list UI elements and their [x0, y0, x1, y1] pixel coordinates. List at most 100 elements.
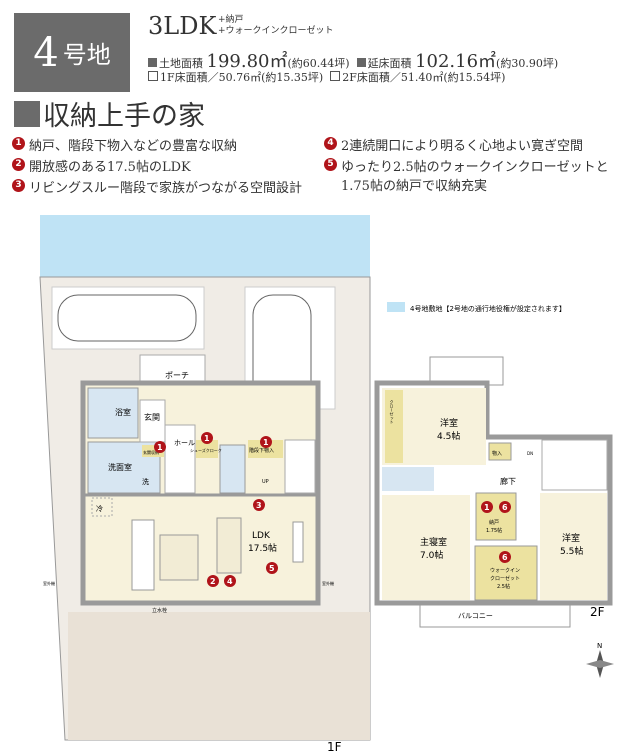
area-summary: 土地面積 199.80㎡(約60.44坪) 延床面積 102.16㎡(約30.9… [148, 47, 558, 73]
car-icon [57, 294, 197, 342]
feature-text: 開放感のある17.5帖のLDK [29, 160, 191, 175]
legend-text: 4号地敷地【2号地の通行地役権が設定されます】 [410, 304, 566, 313]
stairs-2f [541, 439, 608, 491]
shoe-closet-label: シューズクローク [190, 447, 222, 453]
faucet-label: 立水栓 [152, 607, 167, 614]
entrance-label: 玄関 [144, 412, 160, 422]
sofa [216, 517, 242, 574]
feature-item: 5 ゆったり2.5帖のウォークインクローゼットと 1.75帖の納戸で収納充実 [324, 156, 609, 194]
svg-text:6: 6 [502, 553, 508, 562]
compass-north-label: N [597, 642, 602, 650]
floor1-label: 1F [327, 740, 342, 754]
lot-number: 4 [33, 29, 59, 76]
feature-text: 納戸、階段下物入などの豊富な収納 [29, 139, 238, 154]
kitchen-counter [131, 519, 155, 591]
wic-size: 2.5帖 [497, 583, 510, 590]
hall [164, 424, 196, 494]
marker-1: 1 [484, 503, 490, 512]
land-area-label: 土地面積 [159, 57, 203, 70]
nando-label: 納戸 [489, 519, 499, 526]
legend-swatch [387, 302, 405, 312]
feature-text: ゆったり2.5帖のウォークインクローゼットと 1.75帖の納戸で収納充実 [341, 156, 609, 194]
feature-number: 4 [324, 137, 337, 150]
dining-table [159, 534, 199, 581]
feature-number: 2 [12, 158, 25, 171]
ldk-size: 17.5帖 [248, 542, 277, 554]
ldk-label: LDK [252, 531, 271, 541]
up-label: UP [262, 479, 269, 485]
marker-2: 2 [210, 577, 216, 586]
master-bedroom [382, 495, 470, 600]
western-room-2 [540, 493, 607, 600]
svg-text:6: 6 [502, 503, 508, 512]
feature-item: 4 2連続開口により明るく心地よい寛ぎ空間 [324, 135, 583, 154]
storage-2f [488, 442, 512, 461]
compass-icon: N [586, 642, 614, 678]
square-icon [356, 58, 366, 67]
balcony-top [429, 356, 504, 386]
dn-label: DN [527, 451, 533, 456]
feature-item: 2 開放感のある17.5帖のLDK [12, 156, 191, 175]
marker-group: 1 1 1 3 5 2 4 [154, 432, 278, 587]
porch-label: ポーチ [165, 371, 189, 380]
washroom-label: 洗面室 [108, 462, 132, 472]
wic-label: ウォークイン [490, 567, 520, 574]
toilet [219, 444, 246, 494]
western1-size: 4.5帖 [437, 430, 460, 442]
square-outline-icon [148, 71, 158, 81]
master-size: 7.0帖 [420, 549, 443, 561]
feature-text: リビングスルー階段で家族がつながる空間設計 [29, 181, 303, 196]
lot-suffix: 号地 [62, 41, 111, 69]
closet-label: クローゼット [390, 399, 395, 424]
feature-number: 3 [12, 179, 25, 192]
master-label: 主寝室 [420, 536, 447, 548]
f2-area: 2F床面積／51.40㎡(約15.54坪) [342, 71, 506, 84]
shoe-closet [196, 440, 218, 458]
feature-number: 1 [12, 137, 25, 150]
floor2-label: 2F [590, 605, 605, 619]
outdoor-unit-label: 室外機 [322, 580, 334, 586]
entrance [139, 399, 166, 443]
heading-text: 収納上手の家 [43, 101, 205, 132]
marker-5: 5 [269, 564, 275, 573]
washer-label: 洗 [142, 477, 149, 486]
fridge [91, 497, 113, 517]
feature-text-line2: 1.75帖の納戸で収納充実 [341, 179, 487, 194]
land-area-value: 199.80㎡ [206, 51, 288, 72]
feature-item: 1 納戸、階段下物入などの豊富な収納 [12, 135, 237, 154]
wic-label-2: クローゼット [490, 575, 520, 582]
plan-extras: +納戸 +ウォークインクローゼット [218, 15, 334, 37]
section-heading: 収納上手の家 [14, 94, 205, 133]
under-stair-storage [248, 440, 283, 458]
lower-yard [68, 612, 370, 740]
stairs [284, 439, 316, 494]
marker-1: 1 [157, 443, 163, 452]
floor-area-value: 102.16㎡ [415, 51, 497, 72]
tv-stand [292, 521, 304, 563]
feature-text: 2連続開口により明るく心地よい寛ぎ空間 [341, 139, 584, 154]
western2-size: 5.5帖 [560, 545, 583, 557]
plan-type: 3LDK [148, 12, 217, 40]
western1-label: 洋室 [440, 417, 458, 429]
square-icon [148, 58, 157, 67]
corridor-label: 廊下 [500, 476, 516, 486]
floor-areas: 1F床面積／50.76㎡(約15.35坪) 2F床面積／51.40㎡(約15.5… [148, 69, 505, 85]
shoe-storage-label: 玄関収納 [143, 449, 159, 455]
outdoor-unit-label: 室外機 [43, 580, 55, 586]
plan-extra-nando: +納戸 [218, 15, 244, 25]
fridge-label: 冷 [96, 504, 103, 513]
square-icon [14, 100, 40, 127]
closet [385, 390, 403, 463]
lot-number-badge: 4 号地 [14, 13, 130, 92]
balcony [419, 602, 571, 628]
nando [475, 492, 517, 541]
square-outline-icon [330, 71, 341, 81]
floor-area-tsubo: (約30.90坪) [496, 57, 559, 70]
balcony-label: バルコニー [458, 612, 493, 620]
plan-extra-wic: +ウォークインクローゼット [218, 26, 334, 36]
feature-number: 5 [324, 158, 337, 171]
toilet-2f [382, 467, 434, 491]
feature-text-line1: ゆったり2.5帖のウォークインクローゼットと [341, 160, 609, 175]
western2-label: 洋室 [562, 532, 580, 544]
